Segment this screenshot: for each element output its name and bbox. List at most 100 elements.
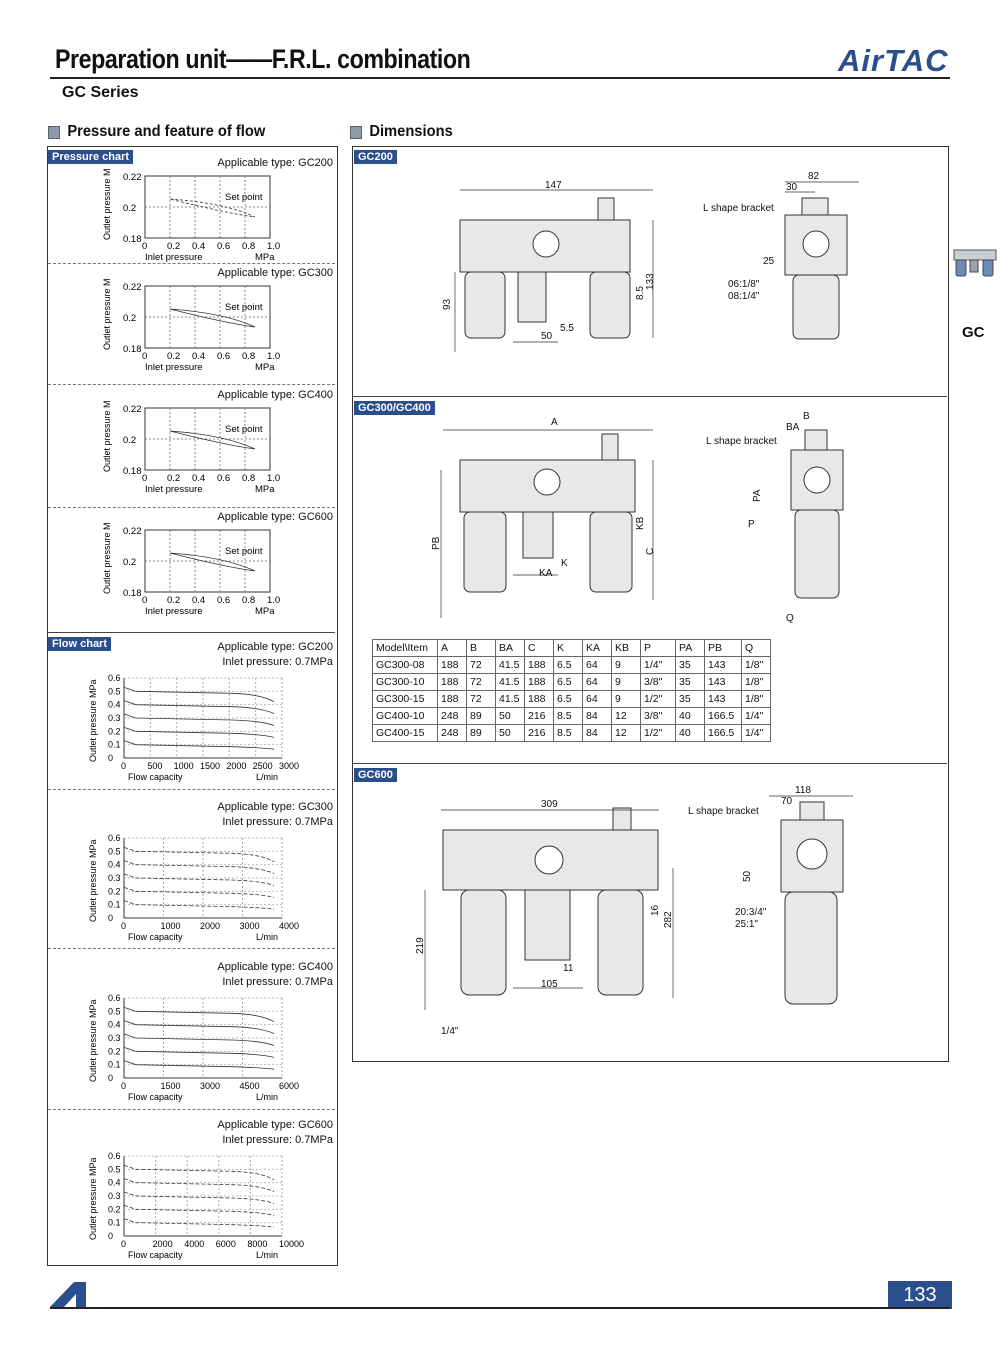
logo-text: AirTAC	[837, 44, 948, 76]
x-tick-label: 2000	[153, 1239, 173, 1249]
x-tick-label: 1.0	[267, 241, 280, 252]
gc300-side-knob	[804, 429, 828, 451]
dim-11: 11	[563, 963, 574, 974]
table-cell: 1/4"	[640, 656, 676, 674]
gc300-top-knob	[601, 433, 619, 461]
x-tick-label: 0.6	[217, 241, 230, 252]
y-tick-label: 0.4	[108, 700, 121, 710]
table-cell: 89	[466, 707, 496, 725]
gc200-side-knob	[801, 197, 829, 216]
table-cell: 64	[582, 656, 612, 674]
table-cell: 40	[675, 707, 705, 725]
table-cell: 72	[466, 673, 496, 691]
table-cell: 166.5	[704, 707, 742, 725]
flow-curve	[123, 1006, 275, 1023]
x-axis-unit: MPa	[255, 484, 275, 495]
x-tick-label: 0	[121, 761, 126, 771]
x-tick-label: 0.4	[192, 595, 205, 606]
page-title: Preparation unit——F.R.L. combination	[55, 44, 471, 74]
table-cell: 64	[582, 673, 612, 691]
hysteresis-curve	[169, 552, 256, 572]
gauge-icon	[533, 468, 561, 496]
divider	[48, 1109, 335, 1110]
flow-curve	[123, 1218, 275, 1228]
divider	[48, 789, 335, 790]
gc300-filter-bowl	[463, 511, 507, 593]
gc600-side-bowl	[784, 891, 838, 1005]
x-axis-label: Flow capacity	[128, 1092, 183, 1102]
table-cell: 72	[466, 656, 496, 674]
x-tick-label: 0.8	[242, 351, 255, 362]
gc200-side-bowl	[792, 274, 840, 340]
y-tick-label: 0.2	[123, 203, 136, 214]
table-cell: 188	[437, 673, 467, 691]
set-point-annotation: Set point	[225, 192, 263, 203]
dim-70: 70	[781, 796, 793, 807]
table-cell: 216	[524, 707, 554, 725]
x-axis-unit: MPa	[255, 606, 275, 617]
x-tick-label: 0.8	[242, 473, 255, 484]
x-tick-label: 1000	[161, 921, 181, 931]
gc600-regulator-body	[524, 889, 571, 961]
gauge-icon	[532, 230, 560, 258]
header-rule	[50, 77, 950, 79]
y-tick-label: 0.6	[108, 673, 121, 683]
hysteresis-curve	[169, 308, 256, 328]
table-cell: 35	[675, 673, 705, 691]
x-axis-unit: MPa	[255, 362, 275, 373]
x-axis-unit: L/min	[256, 772, 278, 782]
divider	[353, 763, 947, 764]
table-cell: 8.5	[553, 707, 583, 725]
flow-chart-inlet: Inlet pressure: 0.7MPa	[222, 976, 333, 988]
flow-curve	[123, 686, 275, 703]
table-header-cell: BA	[495, 639, 525, 657]
y-tick-label: 0.3	[108, 1033, 121, 1043]
y-tick-label: 0.4	[108, 1020, 121, 1030]
x-tick-label: 0.2	[167, 351, 180, 362]
table-header-cell: Q	[741, 639, 771, 657]
dim-PA: PA	[752, 489, 763, 502]
y-tick-label: 0.18	[123, 344, 142, 355]
pressure-chart-type: Applicable type: GC600	[217, 511, 333, 523]
y-tick-label: 0.2	[108, 1046, 121, 1056]
table-cell: GC400-10	[372, 707, 438, 725]
table-cell: 40	[675, 724, 705, 742]
flow-curve	[123, 860, 275, 875]
x-axis-label: Flow capacity	[128, 932, 183, 942]
flow-chart-type: Applicable type: GC300	[217, 801, 333, 813]
table-cell: 3/8"	[640, 707, 676, 725]
y-tick-label: 0	[108, 1073, 113, 1083]
flow-chart-type: Applicable type: GC200	[217, 641, 333, 653]
flow-curve	[123, 1020, 275, 1035]
x-tick-label: 6000	[279, 1081, 299, 1091]
dim-30: 30	[786, 182, 798, 193]
flow-curve	[123, 713, 275, 726]
section-title: Dimensions	[369, 123, 453, 140]
table-cell: 9	[611, 656, 641, 674]
set-point-annotation: Set point	[225, 302, 263, 313]
side-series-label: GC	[962, 324, 985, 341]
flow-curve	[123, 1046, 275, 1058]
section-pressure-flow: Pressure and feature of flow	[48, 123, 265, 141]
plot-frame	[144, 285, 271, 349]
table-cell: 72	[466, 690, 496, 708]
gc300-tag: GC300/GC400	[354, 398, 435, 416]
table-header-cell: C	[524, 639, 554, 657]
y-axis-label: Outlet pressure MPa	[88, 839, 98, 922]
y-tick-label: 0.3	[108, 873, 121, 883]
x-tick-label: 0.6	[217, 473, 230, 484]
dim-147: 147	[545, 180, 562, 191]
table-cell: 1/8"	[741, 656, 771, 674]
table-cell: 50	[495, 724, 525, 742]
x-tick-label: 0.4	[192, 473, 205, 484]
x-tick-label: 3000	[279, 761, 299, 771]
table-cell: 64	[582, 690, 612, 708]
table-cell: 12	[611, 707, 641, 725]
table-cell: 6.5	[553, 690, 583, 708]
dim-1-4: 1/4"	[441, 1026, 459, 1037]
gc200-filter-bowl	[464, 271, 506, 339]
hysteresis-curve	[169, 198, 256, 218]
